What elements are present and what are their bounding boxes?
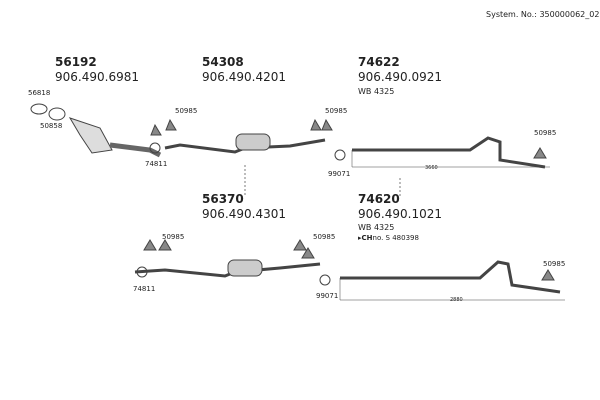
front-pipe-bottom bbox=[134, 239, 331, 286]
group-code: 74622 bbox=[358, 55, 400, 69]
part-label: 74811 bbox=[133, 285, 156, 293]
tail-pipe-top bbox=[351, 136, 550, 169]
part-label: 50858 bbox=[40, 122, 63, 130]
tail-pipe-bottom bbox=[339, 260, 565, 301]
part-label: 50985 bbox=[162, 233, 185, 241]
part-label: 99071 bbox=[328, 170, 351, 178]
group-code: 56192 bbox=[55, 55, 97, 69]
ch-prefix: ▸CH bbox=[358, 234, 373, 242]
part-label: 50985 bbox=[534, 129, 557, 137]
chassis-number: ▸CHno. S 480398 bbox=[358, 234, 419, 242]
divider-lines bbox=[244, 165, 401, 198]
group-code: 54308 bbox=[202, 55, 244, 69]
part-label: 56818 bbox=[28, 89, 51, 97]
group-code: 56370 bbox=[202, 192, 244, 206]
front-pipe-top bbox=[149, 118, 346, 161]
group-part-number: 906.490.0921 bbox=[358, 70, 442, 84]
part-label: 50985 bbox=[313, 233, 336, 241]
part-label: 50985 bbox=[175, 107, 198, 115]
group-code: 74620 bbox=[358, 192, 400, 206]
group-note: WB 4325 bbox=[358, 223, 395, 232]
group-part-number: 906.490.4301 bbox=[202, 207, 286, 221]
system-number: System. No.: 350000062_02 bbox=[486, 10, 600, 19]
part-label: 50985 bbox=[325, 107, 348, 115]
group-part-number: 906.490.1021 bbox=[358, 207, 442, 221]
part-label: 50985 bbox=[543, 260, 566, 268]
group-part-number: 906.490.4201 bbox=[202, 70, 286, 84]
catalytic-converter-drawing bbox=[30, 103, 162, 158]
group-note: WB 4325 bbox=[358, 87, 395, 96]
ch-value: no. S 480398 bbox=[372, 234, 419, 242]
part-label: 99071 bbox=[316, 292, 339, 300]
dimension-label: 3660 bbox=[425, 165, 438, 171]
group-part-number: 906.490.6981 bbox=[55, 70, 139, 84]
part-label: 74811 bbox=[145, 160, 168, 168]
